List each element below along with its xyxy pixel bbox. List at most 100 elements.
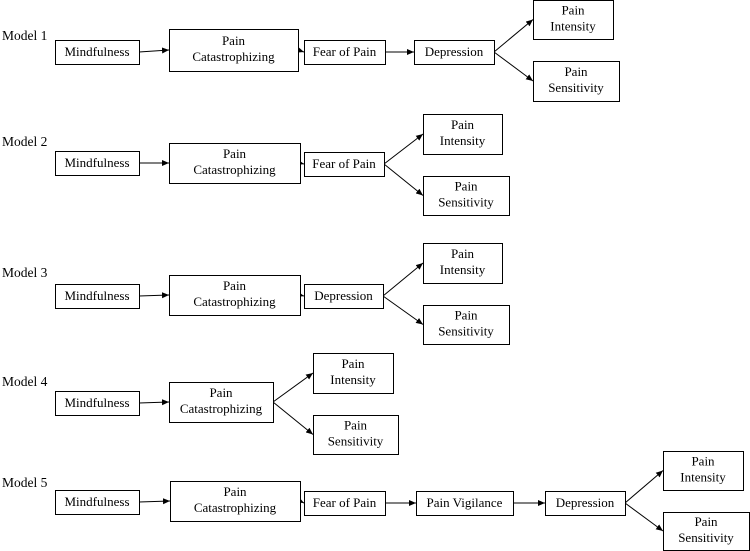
node-mindfulness: Mindfulness: [55, 490, 140, 515]
arrow-mindfulness-to-catastrophizing: [138, 498, 171, 505]
node-label-line: Pain: [222, 33, 246, 48]
node-depression: Depression: [545, 491, 626, 516]
node-depression: Depression: [304, 284, 384, 309]
node-label-line: Sensitivity: [438, 194, 494, 209]
model-label: Model 1: [2, 28, 47, 43]
node-label-line: Pain: [223, 484, 247, 499]
node-label-line: Sensitivity: [548, 80, 604, 95]
node-box: [423, 305, 510, 345]
node-label-line: Pain: [691, 453, 715, 468]
node-label: Fear of Pain: [313, 495, 377, 510]
node-label-line: Intensity: [550, 18, 596, 33]
arrow-depression-to-intensity: [382, 262, 424, 297]
node-mindfulness: Mindfulness: [55, 391, 140, 416]
node-label: Mindfulness: [65, 44, 130, 59]
node-box: [169, 29, 299, 72]
arrow-mindfulness-to-catastrophizing: [138, 47, 170, 54]
node-label-line: Pain: [454, 178, 478, 193]
node-label: Pain Vigilance: [427, 495, 503, 510]
node-label-line: Pain: [561, 2, 585, 17]
arrow-depression-to-sensitivity: [493, 51, 534, 82]
node-box: [55, 284, 140, 309]
node-vigilance: Pain Vigilance: [416, 491, 514, 516]
node-box: [169, 143, 301, 184]
node-box: [169, 275, 301, 316]
node-label-line: Catastrophizing: [194, 500, 277, 515]
node-box: [313, 353, 394, 394]
node-box: [304, 491, 386, 516]
node-box: [55, 490, 140, 515]
node-label-line: Pain: [454, 307, 478, 322]
node-label-line: Sensitivity: [328, 433, 384, 448]
node-label: Mindfulness: [65, 155, 130, 170]
node-label-line: Intensity: [440, 262, 486, 277]
node-label: Mindfulness: [65, 494, 130, 509]
arrow-depression-to-intensity: [624, 470, 664, 504]
node-fear: Fear of Pain: [304, 491, 386, 516]
node-box: [55, 151, 140, 176]
node-label-line: Intensity: [330, 372, 376, 387]
model-label: Model 5: [2, 475, 48, 490]
node-label: Fear of Pain: [313, 44, 377, 59]
arrow-fear-to-sensitivity: [383, 163, 424, 196]
node-box: [533, 61, 620, 102]
node-box: [545, 491, 626, 516]
node-label-line: Pain: [209, 385, 233, 400]
node-box: [55, 391, 140, 416]
node-label: Fear of Pain: [312, 156, 376, 171]
node-box: [423, 114, 503, 155]
node-label-line: Pain: [451, 246, 475, 261]
node-depression: Depression: [414, 40, 495, 65]
node-label: Depression: [425, 44, 484, 59]
node-label-line: Pain: [694, 514, 718, 529]
node-box: [533, 0, 614, 40]
node-label-line: Pain: [344, 417, 368, 432]
node-label: Depression: [556, 495, 615, 510]
model-4: Model 4MindfulnessPainCatastrophizingPai…: [2, 353, 399, 455]
node-mindfulness: Mindfulness: [55, 284, 140, 309]
node-box: [663, 451, 744, 491]
arrow-catastrophizing-to-intensity: [272, 372, 314, 403]
node-box: [423, 176, 510, 216]
arrow-depression-to-intensity: [493, 19, 534, 53]
node-label-line: Intensity: [440, 133, 486, 148]
arrow-depression-to-sensitivity: [624, 502, 664, 532]
arrow-mindfulness-to-catastrophizing: [138, 292, 170, 299]
node-box: [304, 284, 384, 309]
node-label-line: Intensity: [680, 469, 726, 484]
node-box: [414, 40, 495, 65]
node-mindfulness: Mindfulness: [55, 151, 140, 176]
node-label-line: Catastrophizing: [193, 294, 276, 309]
node-label-line: Pain: [564, 64, 588, 79]
node-label: Depression: [314, 288, 373, 303]
node-label-line: Sensitivity: [678, 530, 734, 545]
arrow-fear-to-intensity: [383, 133, 424, 165]
node-label: Mindfulness: [65, 288, 130, 303]
model-label: Model 4: [2, 374, 48, 389]
node-box: [423, 243, 503, 284]
model-label: Model 3: [2, 265, 48, 280]
node-label-line: Pain: [223, 146, 247, 161]
arrow-mindfulness-to-catastrophizing: [138, 399, 170, 406]
arrow-catastrophizing-to-sensitivity: [272, 401, 314, 435]
node-label-line: Catastrophizing: [192, 49, 275, 64]
node-label-line: Catastrophizing: [180, 401, 263, 416]
node-label-line: Pain: [341, 356, 365, 371]
node-label: Mindfulness: [65, 395, 130, 410]
node-box: [170, 481, 301, 522]
arrow-depression-to-sensitivity: [382, 295, 424, 325]
node-fear: Fear of Pain: [304, 40, 386, 65]
node-box: [304, 40, 386, 65]
node-label-line: Pain: [223, 278, 247, 293]
